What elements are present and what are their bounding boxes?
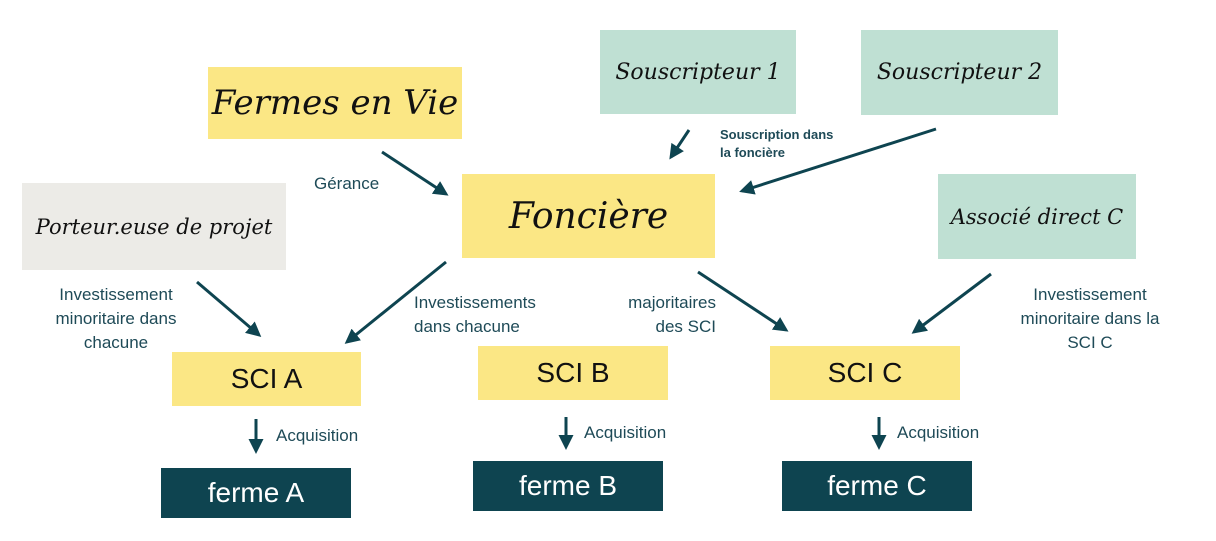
fonciere-text: Foncière <box>508 195 669 237</box>
souscription-line-2: la foncière <box>720 145 786 160</box>
acquisition-a-text: Acquisition <box>276 426 359 445</box>
ferme-c-text: ferme C <box>827 470 927 501</box>
invest-c-line-1: Investissement <box>1033 285 1147 304</box>
fermes-en-vie-text: Fermes en Vie <box>211 83 459 123</box>
gerance-label: Gérance <box>314 172 379 196</box>
invest-c-label: Investissement minoritaire dans la SCI C <box>1004 283 1176 355</box>
arrow-souscripteur1-to-fonciere <box>669 129 691 160</box>
souscripteur-1-box: Souscripteur 1 <box>600 30 796 114</box>
fermes-en-vie-box: Fermes en Vie <box>208 67 462 139</box>
arrow-fonciere-to-sci-a <box>344 260 447 344</box>
ferme-a-text: ferme A <box>207 477 305 508</box>
ferme-a-box: ferme A <box>161 468 351 518</box>
sci-a-text: SCI A <box>230 363 303 394</box>
acquisition-c-text: Acquisition <box>897 423 980 442</box>
arrow-fonciere-to-sci-c <box>697 270 789 332</box>
souscripteur-2-box: Souscripteur 2 <box>861 30 1058 115</box>
ferme-b-box: ferme B <box>473 461 663 511</box>
arrow-associe-to-sci-c <box>911 272 992 334</box>
sci-c-text: SCI C <box>827 357 903 388</box>
arrow-porteur-to-sci-a <box>196 280 262 337</box>
gerance-text: Gérance <box>314 174 380 193</box>
souscripteur-1-text: Souscripteur 1 <box>615 59 781 85</box>
associe-c-text: Associé direct C <box>950 204 1124 229</box>
acquisition-b-text: Acquisition <box>584 423 667 442</box>
invest-porteur-label: Investissement minoritaire dans chacune <box>34 283 198 355</box>
acquisition-c-label: Acquisition <box>897 421 979 445</box>
invest-porteur-line-2: minoritaire dans <box>55 309 177 328</box>
sci-a-box: SCI A <box>172 352 361 406</box>
invest-porteur-line-3: chacune <box>83 333 149 352</box>
invest-c-line-2: minoritaire dans la <box>1020 309 1160 328</box>
arrow-souscripteur2-to-fonciere <box>739 127 937 195</box>
invest-chacune-label: Investissements dans chacune <box>414 291 536 339</box>
porteur-box: Porteur.euse de projet <box>22 183 286 270</box>
porteur-text: Porteur.euse de projet <box>35 214 273 239</box>
souscripteur-2-text: Souscripteur 2 <box>876 60 1043 85</box>
sci-b-box: SCI B <box>478 346 668 400</box>
invest-chacune-line-2: dans chacune <box>414 317 520 336</box>
souscription-line-1: Souscription dans <box>720 127 834 142</box>
acquisition-a-label: Acquisition <box>276 424 358 448</box>
invest-chacune-line-1: Investissements <box>414 293 536 312</box>
fonciere-box: Foncière <box>462 174 715 258</box>
associe-c-box: Associé direct C <box>938 174 1136 259</box>
majoritaires-line-2: des SCI <box>655 317 716 336</box>
majoritaires-line-1: majoritaires <box>628 293 716 312</box>
majoritaires-label: majoritaires des SCI <box>596 291 716 339</box>
sci-c-box: SCI C <box>770 346 960 400</box>
acquisition-b-label: Acquisition <box>584 421 666 445</box>
ferme-b-text: ferme B <box>518 470 618 501</box>
invest-porteur-line-1: Investissement <box>59 285 173 304</box>
souscription-label: Souscription dans la foncière <box>720 126 833 162</box>
ferme-c-box: ferme C <box>782 461 972 511</box>
sci-b-text: SCI B <box>536 357 610 388</box>
arrow-fermes-to-fonciere <box>381 150 449 196</box>
invest-c-line-3: SCI C <box>1067 333 1113 352</box>
